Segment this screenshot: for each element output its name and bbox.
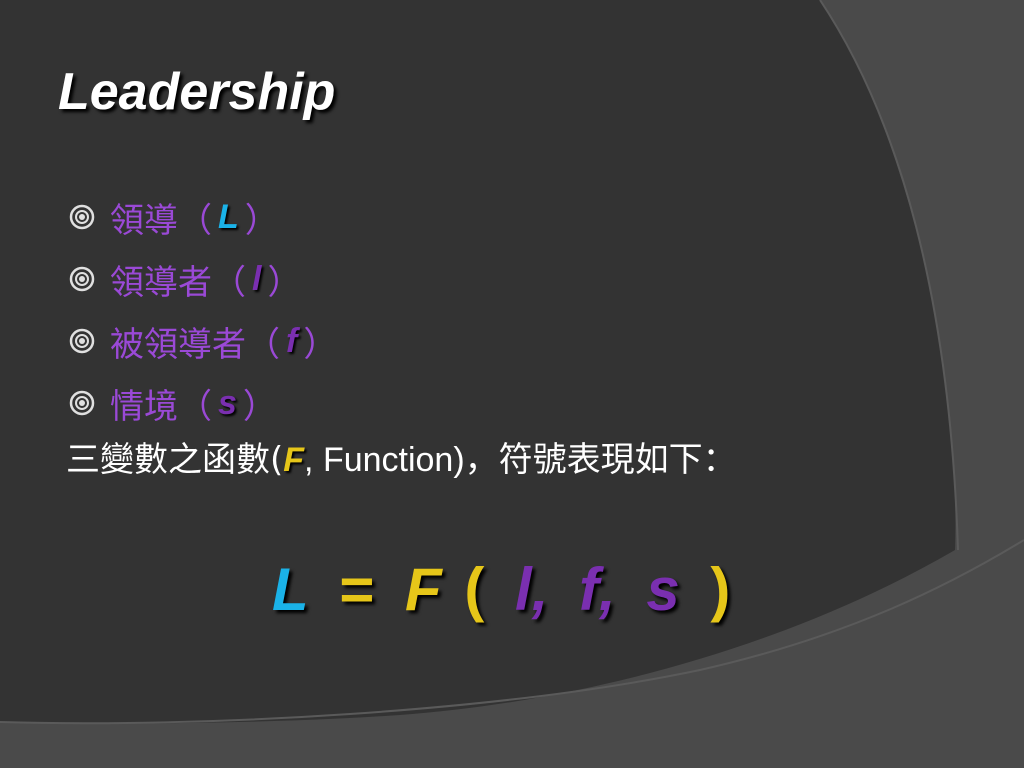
bullet-label: 情境 <box>110 386 178 427</box>
bullet-symbol: s <box>218 383 237 422</box>
description-suffix: ，符號表現如下： <box>464 440 737 480</box>
open-paren: （ <box>178 200 212 241</box>
function-description: 三變數之函數(F, Function)，符號表現如下： <box>66 432 737 481</box>
open-paren: （ <box>246 324 280 365</box>
close-paren: ） <box>242 386 277 427</box>
circled-dot-icon <box>69 204 95 230</box>
open-paren: （ <box>178 386 212 427</box>
formula-close-paren: ) <box>710 556 731 623</box>
formula-arg-leader: l, <box>515 556 549 623</box>
close-paren: ） <box>244 200 279 241</box>
description-symbol: F <box>283 441 305 479</box>
bullet-item-leadership: 領導 （ L ） <box>68 186 968 248</box>
formula-open-paren: ( <box>464 556 485 623</box>
close-paren: ） <box>303 324 338 365</box>
bullet-symbol: l <box>252 259 262 298</box>
leadership-formula: L = F ( l, f, s ) <box>272 560 744 620</box>
bullet-symbol: f <box>286 321 298 360</box>
formula-arg-situation: s <box>646 556 680 623</box>
formula-arg-followers: f, <box>579 556 616 623</box>
circled-dot-icon <box>69 266 95 292</box>
formula-function: F <box>405 556 442 623</box>
bullet-label: 被領導者 <box>110 324 246 365</box>
description-middle: , Function) <box>304 441 465 479</box>
bullet-item-situation: 情境 （ s ） <box>68 372 968 434</box>
description-prefix: 三變數之函數( <box>66 440 284 480</box>
circled-dot-icon <box>69 390 95 416</box>
bullet-item-leader: 領導者 （ l ） <box>68 248 968 310</box>
formula-lhs: L <box>272 556 309 623</box>
bullet-label: 領導 <box>110 200 178 241</box>
circled-dot-icon <box>69 328 95 354</box>
close-paren: ） <box>267 262 302 303</box>
slide-title: Leadership <box>58 63 336 121</box>
open-paren: （ <box>212 262 246 303</box>
formula-equals: = <box>339 556 375 623</box>
bullet-symbol: L <box>218 197 239 236</box>
bullet-list: 領導 （ L ） 領導者 （ l ） 被領導者 （ f ） <box>68 186 968 434</box>
bullet-label: 領導者 <box>110 262 212 303</box>
bullet-item-followers: 被領導者 （ f ） <box>68 310 968 372</box>
